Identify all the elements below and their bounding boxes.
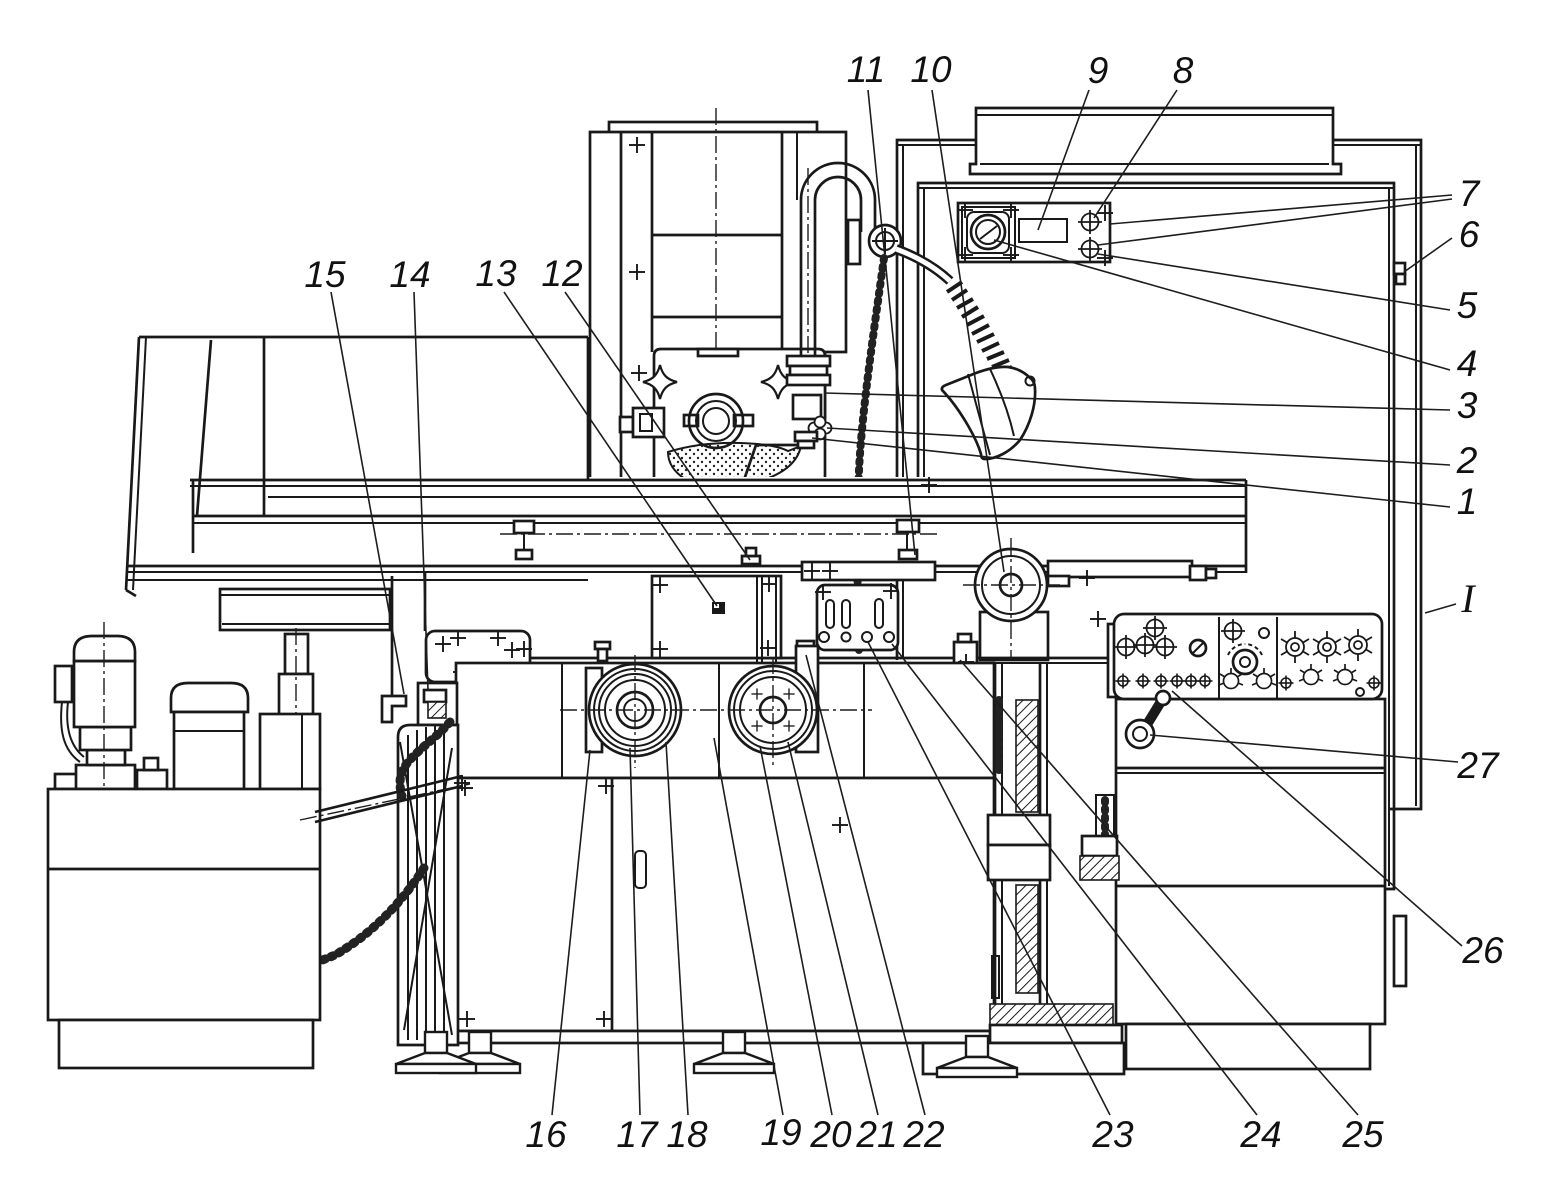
svg-text:7: 7: [1459, 173, 1481, 214]
svg-text:21: 21: [855, 1114, 897, 1155]
svg-text:14: 14: [389, 254, 430, 295]
svg-text:22: 22: [902, 1114, 945, 1155]
svg-text:17: 17: [616, 1114, 659, 1155]
svg-text:6: 6: [1459, 214, 1480, 255]
svg-text:24: 24: [1239, 1114, 1281, 1155]
svg-text:27: 27: [1456, 745, 1500, 786]
svg-text:12: 12: [541, 253, 583, 294]
svg-text:15: 15: [304, 254, 346, 295]
svg-text:25: 25: [1341, 1114, 1384, 1155]
svg-text:1: 1: [1457, 481, 1478, 522]
svg-text:13: 13: [475, 253, 517, 294]
svg-text:11: 11: [847, 49, 885, 90]
svg-text:16: 16: [525, 1114, 567, 1155]
svg-text:I: I: [1460, 576, 1476, 621]
svg-text:4: 4: [1457, 343, 1478, 384]
svg-text:26: 26: [1461, 930, 1504, 971]
svg-text:9: 9: [1088, 50, 1109, 91]
svg-text:5: 5: [1457, 285, 1478, 326]
svg-text:23: 23: [1091, 1114, 1134, 1155]
svg-text:18: 18: [666, 1114, 708, 1155]
svg-text:3: 3: [1457, 385, 1478, 426]
svg-text:19: 19: [760, 1112, 801, 1153]
svg-text:8: 8: [1173, 50, 1194, 91]
svg-text:2: 2: [1456, 440, 1478, 481]
svg-text:10: 10: [910, 49, 952, 90]
svg-text:20: 20: [809, 1114, 852, 1155]
